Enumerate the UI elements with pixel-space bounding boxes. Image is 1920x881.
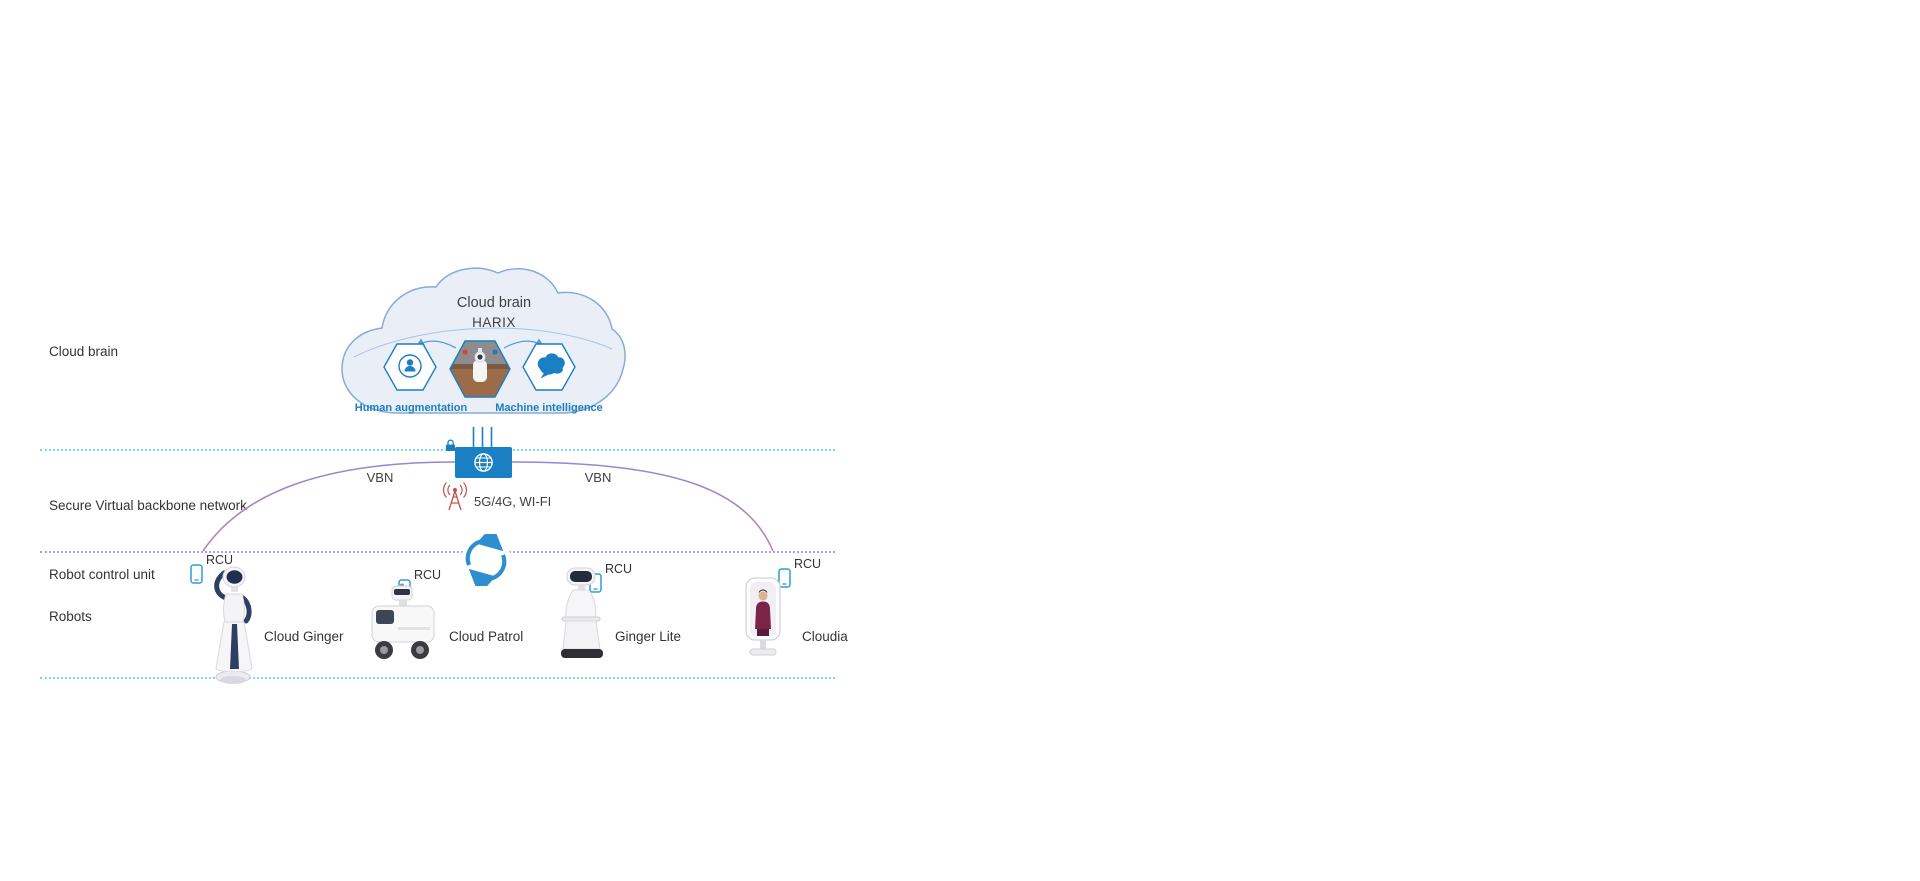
phone-icon xyxy=(190,564,203,584)
antenna-icon xyxy=(442,482,468,511)
robot-name-cloud-ginger: Cloud Ginger xyxy=(264,629,344,644)
digital-twin-scene-icon xyxy=(450,341,510,397)
divider-robots-bottom xyxy=(40,677,835,679)
vbn-gateway-box xyxy=(455,447,512,478)
caption-human-augmentation: Human augmentation xyxy=(354,402,468,414)
cloud-title: Cloud brain xyxy=(456,295,532,311)
divider-vbn-rcu xyxy=(40,551,835,553)
layer-label-robots: Robots xyxy=(49,609,92,624)
rcu-label-1: RCU xyxy=(206,553,234,567)
cloud-subtitle: HARIX xyxy=(472,315,516,330)
robot-cloud-ginger xyxy=(214,566,253,684)
robot-cloudia xyxy=(745,577,781,656)
cloud-hexagons xyxy=(383,338,576,398)
vbn-label-right: VBN xyxy=(584,470,612,485)
lock-icon xyxy=(446,439,455,451)
sync-arrows-icon xyxy=(461,534,511,586)
rcu-label-2: RCU xyxy=(414,568,442,582)
robot-name-cloudia: Cloudia xyxy=(802,629,848,644)
robot-name-cloud-patrol: Cloud Patrol xyxy=(449,629,524,644)
rcu-label-3: RCU xyxy=(605,562,633,576)
layer-label-cloud-brain: Cloud brain xyxy=(49,344,119,359)
robot-ginger-lite xyxy=(561,567,603,658)
caption-machine-intelligence: Machine intelligence xyxy=(495,402,603,414)
brain-icon xyxy=(537,353,565,379)
robot-cloud-patrol xyxy=(371,583,435,659)
phone-icon xyxy=(778,568,791,588)
vbn-label-left: VBN xyxy=(366,470,394,485)
wireless-label: 5G/4G, WI-FI xyxy=(474,494,552,509)
globe-icon xyxy=(474,453,493,472)
layer-label-rcu: Robot control unit xyxy=(49,567,155,582)
divider-cloud-vbn xyxy=(40,449,835,451)
rcu-label-4: RCU xyxy=(794,557,822,571)
layer-label-vbn: Secure Virtual backbone network xyxy=(49,498,247,513)
hexagon-digital-twin xyxy=(449,340,511,398)
robot-name-ginger-lite: Ginger Lite xyxy=(615,629,682,644)
person-icon xyxy=(398,354,422,378)
